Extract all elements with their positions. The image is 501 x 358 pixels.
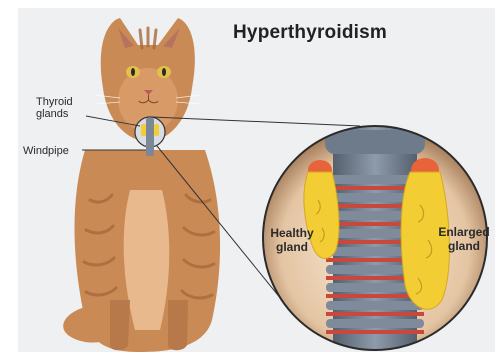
cat-illustration: [63, 18, 220, 352]
enlarged-gland-label: Enlarged gland: [434, 225, 494, 253]
windpipe-label: Windpipe: [23, 145, 69, 157]
diagram-title: Hyperthyroidism: [233, 22, 387, 44]
healthy-gland-label: Healthy gland: [262, 226, 322, 254]
thyroid-glands-label: Thyroid glands: [36, 96, 96, 120]
